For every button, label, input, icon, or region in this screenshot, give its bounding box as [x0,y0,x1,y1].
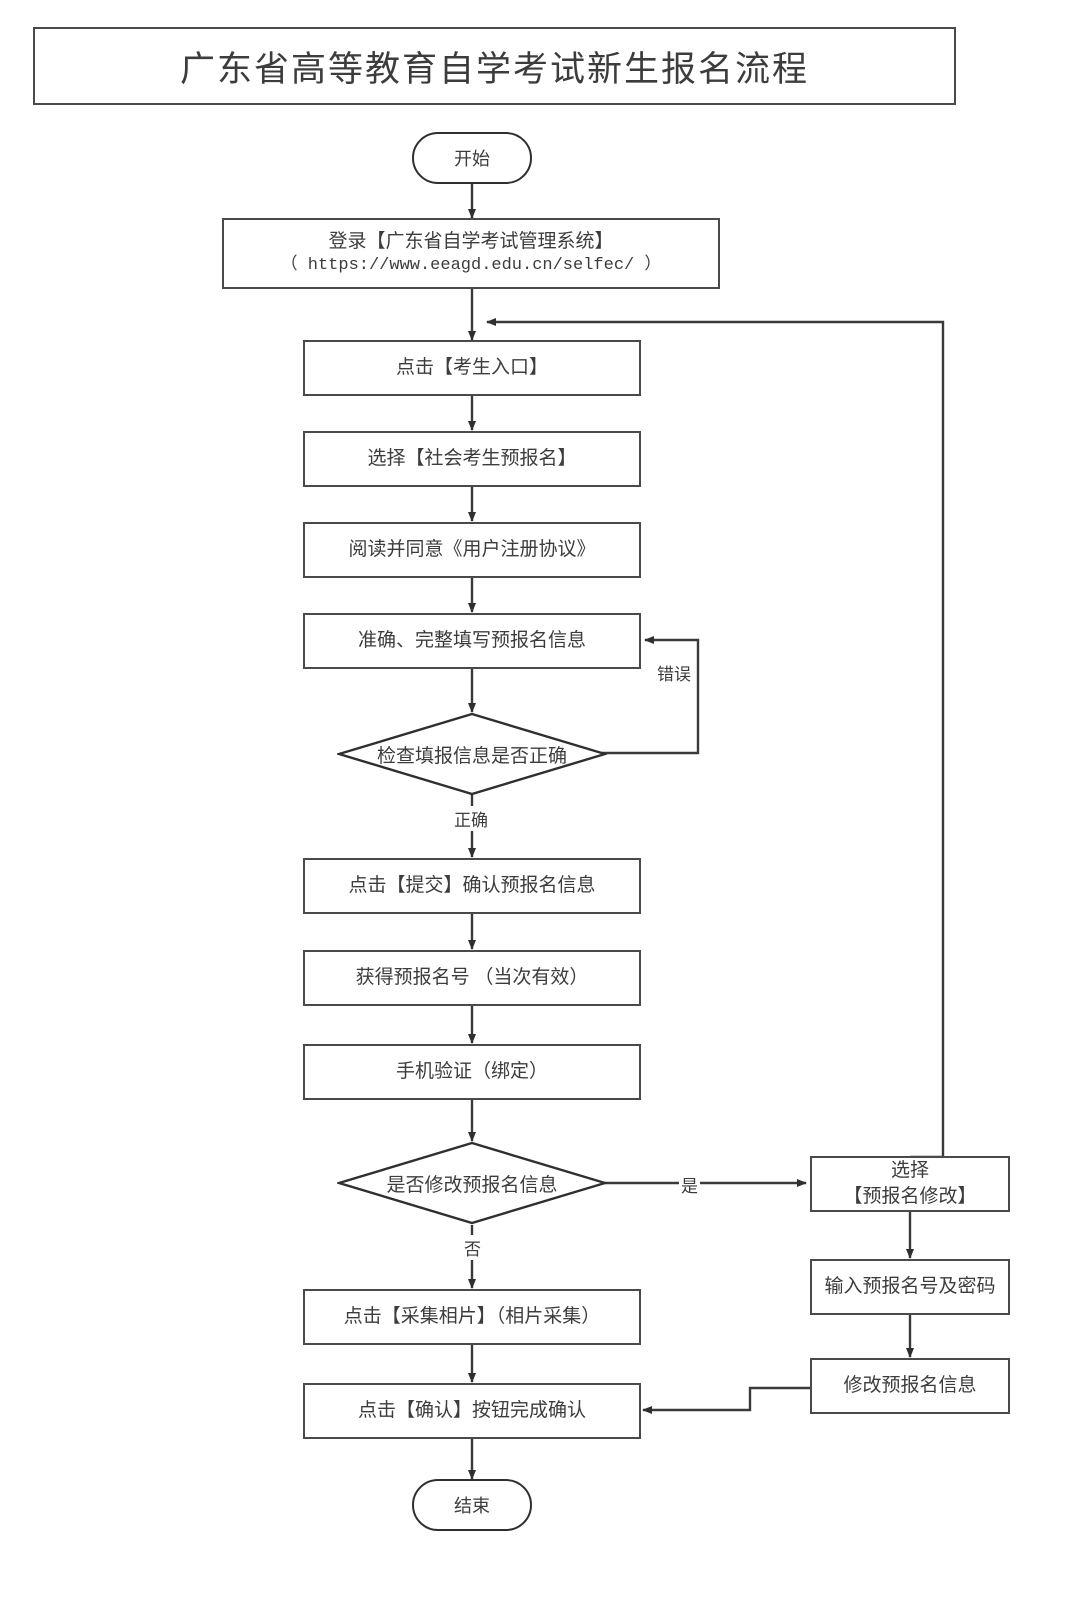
node-get-number: 获得预报名号 （当次有效） [303,950,641,1006]
node-select-preregister-label: 选择【社会考生预报名】 [367,448,577,470]
node-login: 登录【广东省自学考试管理系统】 （ https://www.eeagd.edu.… [222,218,720,289]
node-end: 结束 [412,1479,532,1531]
page-title-banner: 广东省高等教育自学考试新生报名流程 [33,27,956,105]
edge-label-error: 错误 [655,660,693,685]
node-examinee-entry-label: 点击【考生入口】 [395,357,548,379]
node-modify-info-label: 修改预报名信息 [843,1375,977,1397]
edge-label-no: 否 [462,1235,483,1260]
node-select-preregister: 选择【社会考生预报名】 [303,431,641,487]
node-examinee-entry: 点击【考生入口】 [303,340,641,396]
node-submit-label: 点击【提交】确认预报名信息 [348,875,596,897]
node-submit: 点击【提交】确认预报名信息 [303,858,641,914]
node-select-modify: 选择 【预报名修改】 [810,1156,1010,1212]
node-end-label: 结束 [454,1496,490,1516]
node-start: 开始 [412,132,532,184]
node-modify-decision: 是否修改预报名信息 [337,1141,607,1225]
page-title: 广东省高等教育自学考试新生报名流程 [179,49,809,89]
node-login-line1: 登录【广东省自学考试管理系统】 [328,231,614,253]
edge-label-correct: 正确 [452,806,490,831]
node-fill-info-label: 准确、完整填写预报名信息 [357,630,586,652]
node-agreement-label: 阅读并同意《用户注册协议》 [348,539,596,561]
node-agreement: 阅读并同意《用户注册协议》 [303,522,641,578]
node-confirm-label: 点击【确认】按钮完成确认 [357,1400,586,1422]
node-login-line2: （ https://www.eeagd.edu.cn/selfec/ ） [280,255,662,275]
node-collect-photo-label: 点击【采集相片】（相片采集） [343,1306,601,1328]
node-start-label: 开始 [454,149,490,169]
node-confirm: 点击【确认】按钮完成确认 [303,1383,641,1439]
node-check-info-decision: 检查填报信息是否正确 [337,712,607,796]
node-get-number-label: 获得预报名号 （当次有效） [355,967,589,989]
node-phone-verify: 手机验证（绑定） [303,1044,641,1100]
edge-label-yes: 是 [679,1172,700,1197]
node-input-credentials: 输入预报名号及密码 [810,1259,1010,1315]
node-modify-info: 修改预报名信息 [810,1358,1010,1414]
node-fill-info: 准确、完整填写预报名信息 [303,613,641,669]
node-collect-photo: 点击【采集相片】（相片采集） [303,1289,641,1345]
node-select-modify-line1: 选择 [890,1160,929,1182]
node-phone-verify-label: 手机验证（绑定） [395,1061,548,1083]
node-select-modify-line2: 【预报名修改】 [843,1186,977,1207]
node-input-credentials-label: 输入预报名号及密码 [824,1276,996,1298]
